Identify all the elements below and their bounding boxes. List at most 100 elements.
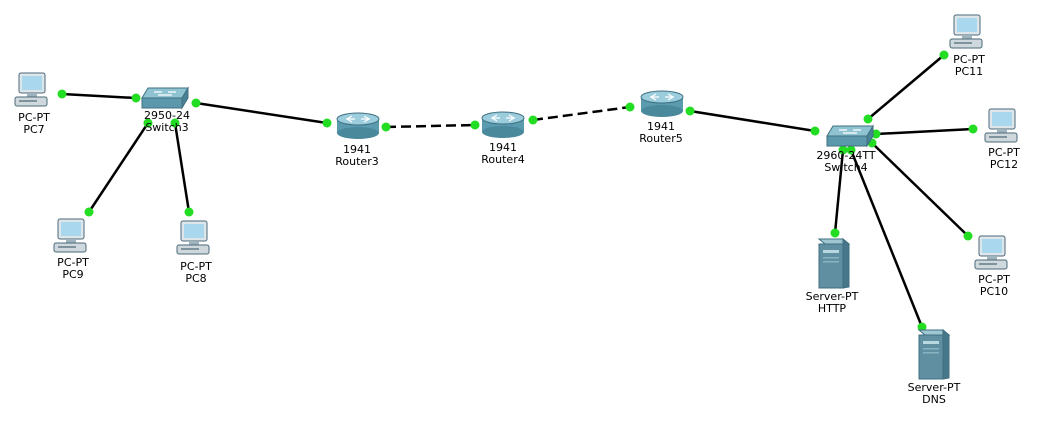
link-switch4-pc12[interactable] — [875, 127, 974, 136]
router4-name: Router4 — [481, 153, 525, 166]
port-status-dot — [846, 145, 856, 155]
port-status-dot — [863, 114, 873, 124]
pc12-label: PC-PT PC12 — [988, 147, 1020, 171]
pc-icon — [14, 72, 48, 107]
server-icon — [917, 328, 951, 380]
pc8-model: PC-PT — [180, 260, 212, 273]
port-status-dot — [131, 93, 141, 103]
pc7-name: PC7 — [23, 123, 45, 136]
switch4-name: Switch4 — [824, 161, 868, 174]
router3-model: 1941 — [342, 143, 371, 156]
port-status-dot — [57, 89, 67, 99]
router-icon — [640, 90, 684, 117]
port-status-dot — [625, 102, 635, 112]
port-status-dot — [838, 145, 848, 155]
port-status-dot — [470, 120, 480, 130]
router-icon — [481, 111, 525, 138]
link-router5-switch4[interactable] — [689, 109, 816, 133]
switch-icon — [141, 86, 189, 110]
port-status-dot — [871, 129, 881, 139]
port-status-dot — [381, 122, 391, 132]
port-status-dot — [170, 118, 180, 128]
switch4-label: 2960-24TT Switch4 — [816, 150, 875, 174]
pc-icon — [176, 220, 210, 255]
link-switch4-pc11[interactable] — [867, 54, 945, 120]
port-status-dot — [917, 322, 927, 332]
link-pc7-switch3[interactable] — [61, 92, 137, 100]
pc10-model: PC-PT — [978, 273, 1010, 286]
link-pc9-switch3[interactable] — [87, 122, 150, 213]
pc7-label: PC-PT PC7 — [18, 112, 50, 136]
pc-icon — [974, 235, 1008, 270]
device-router5[interactable] — [639, 89, 685, 124]
router5-name: Router5 — [639, 132, 683, 145]
port-status-dot — [939, 50, 949, 60]
link-pc8-switch3[interactable] — [173, 122, 191, 213]
port-status-dot — [830, 228, 840, 238]
device-dns-server[interactable] — [913, 328, 953, 385]
http-server-name: HTTP — [817, 302, 847, 315]
pc10-label: PC-PT PC10 — [978, 274, 1010, 298]
device-router3[interactable] — [335, 111, 381, 146]
router5-label: 1941 Router5 — [639, 121, 682, 145]
router3-label: 1941 Router3 — [335, 144, 378, 168]
pc-icon — [53, 218, 87, 253]
pc10-name: PC10 — [979, 285, 1009, 298]
pc8-name: PC8 — [185, 272, 207, 285]
dns-server-model: Server-PT — [907, 381, 961, 394]
port-status-dot — [810, 126, 820, 136]
switch3-label: 2950-24 Switch3 — [144, 110, 190, 134]
pc11-label: PC-PT PC11 — [953, 54, 985, 78]
http-server-model: Server-PT — [805, 290, 859, 303]
device-pc11[interactable] — [948, 14, 988, 59]
device-pc12[interactable] — [983, 108, 1023, 153]
pc9-model: PC-PT — [57, 256, 89, 269]
pc12-name: PC12 — [989, 158, 1019, 171]
router5-model: 1941 — [646, 120, 675, 133]
port-status-dot — [84, 207, 94, 217]
router3-name: Router3 — [335, 155, 379, 168]
device-switch4[interactable] — [825, 124, 875, 155]
port-status-dot — [184, 207, 194, 217]
link-switch4-pc10[interactable] — [871, 142, 969, 237]
device-pc7[interactable] — [13, 72, 53, 117]
device-pc8[interactable] — [175, 220, 215, 265]
link-router4-router5[interactable] — [532, 105, 631, 122]
pc9-name: PC9 — [62, 268, 84, 281]
device-router4[interactable] — [480, 110, 526, 145]
pc12-model: PC-PT — [988, 146, 1020, 159]
device-switch3[interactable] — [140, 86, 190, 117]
port-status-dot — [528, 115, 538, 125]
pc11-name: PC11 — [954, 65, 984, 78]
link-switch3-router3[interactable] — [195, 101, 328, 125]
link-switch4-http[interactable] — [833, 149, 845, 234]
port-status-dot — [685, 106, 695, 116]
device-pc10[interactable] — [973, 235, 1013, 280]
dns-server-name: DNS — [922, 393, 946, 406]
pc9-label: PC-PT PC9 — [57, 257, 89, 281]
pc8-label: PC-PT PC8 — [180, 261, 212, 285]
switch3-model: 2950-24 — [144, 109, 190, 122]
switch4-model: 2960-24TT — [816, 149, 876, 162]
port-status-dot — [143, 118, 153, 128]
link-switch4-dns[interactable] — [849, 149, 924, 328]
pc-icon — [984, 108, 1018, 143]
http-server-label: Server-PT HTTP — [806, 291, 859, 315]
port-status-dot — [191, 98, 201, 108]
switch3-name: Switch3 — [145, 121, 189, 134]
device-http-server[interactable] — [813, 237, 853, 294]
switch-icon — [826, 124, 874, 148]
port-status-dot — [963, 231, 973, 241]
dns-server-label: Server-PT DNS — [908, 382, 961, 406]
router4-model: 1941 — [488, 141, 517, 154]
router-icon — [336, 112, 380, 139]
port-status-dot — [322, 118, 332, 128]
server-icon — [817, 237, 851, 289]
device-pc9[interactable] — [52, 218, 92, 263]
link-router3-router4[interactable] — [385, 123, 476, 129]
port-status-dot — [968, 124, 978, 134]
pc11-model: PC-PT — [953, 53, 985, 66]
pc7-model: PC-PT — [18, 111, 50, 124]
